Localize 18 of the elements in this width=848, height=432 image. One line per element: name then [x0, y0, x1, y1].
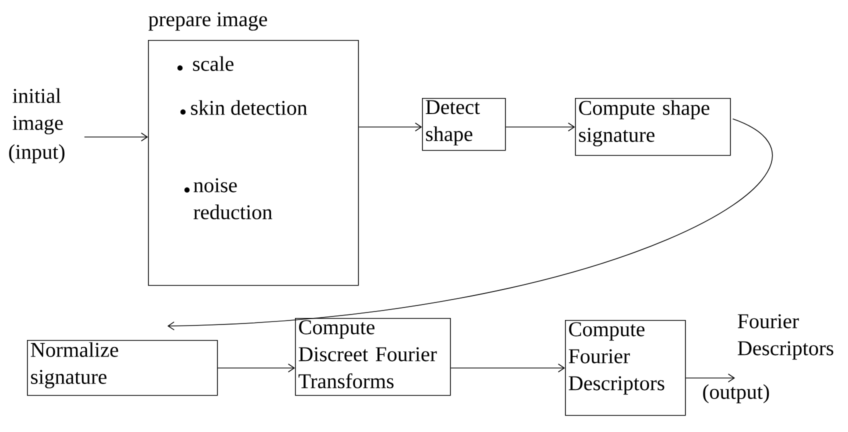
io-text: Fourier Descriptors — [738, 314, 834, 360]
process-box: prepare image scale skin detection noise reduction — [148, 12, 359, 286]
process-box: Compute shape signature — [575, 98, 731, 156]
process-box: Compute Fourier Descriptors — [565, 320, 686, 416]
arrow — [84, 132, 148, 142]
arrow — [685, 374, 736, 382]
process-box: Compute Discreet Fourier Transforms — [295, 318, 451, 396]
arrow — [505, 122, 575, 132]
io-note: (input) — [9, 144, 64, 164]
node-label: prepare image — [148, 12, 268, 31]
process-box: Normalize signature — [27, 340, 218, 396]
arrow — [450, 364, 565, 372]
arrow — [167, 118, 772, 330]
arrow — [217, 364, 295, 372]
io-text: initial image — [12, 88, 63, 134]
process-box: Detect shape — [422, 98, 506, 151]
arrow — [358, 122, 422, 132]
io-note: (output) — [703, 384, 769, 404]
